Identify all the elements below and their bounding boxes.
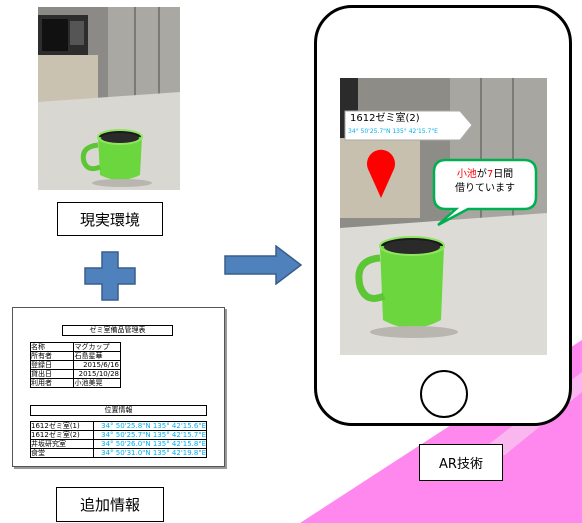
table-row: 利用者 小池美晃 [31, 378, 120, 387]
document-title: ゼミ室備品管理表 [62, 325, 173, 336]
table-row: 名称 マグカップ [31, 343, 110, 351]
table-row: 貸出日 2015/10/28 [31, 369, 120, 378]
home-button[interactable] [420, 370, 468, 418]
bubble-line-1: 小池が7日間 [456, 169, 514, 180]
location-table: 1612ゼミ室(1) 34° 50'25.8"N 135° 42'15.6"E … [30, 421, 207, 458]
ar-label: AR技術 [419, 444, 503, 481]
location-callout-name: 1612ゼミ室(2) [350, 113, 420, 124]
table-row: 所有者 石島星華 [31, 351, 120, 360]
table-row: 1612ゼミ室(1) 34° 50'25.8"N 135° 42'15.6"E [31, 422, 206, 430]
table-row: 井坂研究室 34° 50'26.0"N 135° 42'15.8"E [31, 439, 206, 448]
plus-icon [84, 251, 136, 301]
additional-label: 追加情報 [56, 487, 164, 522]
location-callout-coord: 34° 50'25.7"N 135° 42'15.7"E [348, 128, 438, 135]
table-row: 食堂 34° 50'31.0"N 135° 42'19.8"E [31, 448, 206, 457]
speech-bubble-shape [432, 158, 538, 227]
speech-bubble-text: 小池が7日間 借りています [440, 168, 530, 196]
bubble-line-2: 借りています [455, 183, 515, 194]
table-row: 1612ゼミ室(2) 34° 50'25.7"N 135° 42'15.7"E [31, 430, 206, 439]
reality-label: 現実環境 [57, 202, 163, 236]
right-arrow-icon [224, 245, 303, 285]
table-row: 登録日 2015/6/16 [31, 360, 120, 369]
bubble-days: 7 [486, 169, 494, 180]
location-title: 位置情報 [30, 405, 207, 416]
info-document: ゼミ室備品管理表 名称 マグカップ 所有者 石島星華 登録日 2015/6/16… [12, 307, 225, 467]
item-table: 名称 マグカップ 所有者 石島星華 登録日 2015/6/16 貸出日 2015… [30, 342, 121, 388]
bubble-user-name: 小池 [456, 169, 477, 180]
location-callout-shape [344, 110, 473, 141]
map-pin-icon [367, 149, 395, 198]
reality-photo [38, 7, 180, 190]
